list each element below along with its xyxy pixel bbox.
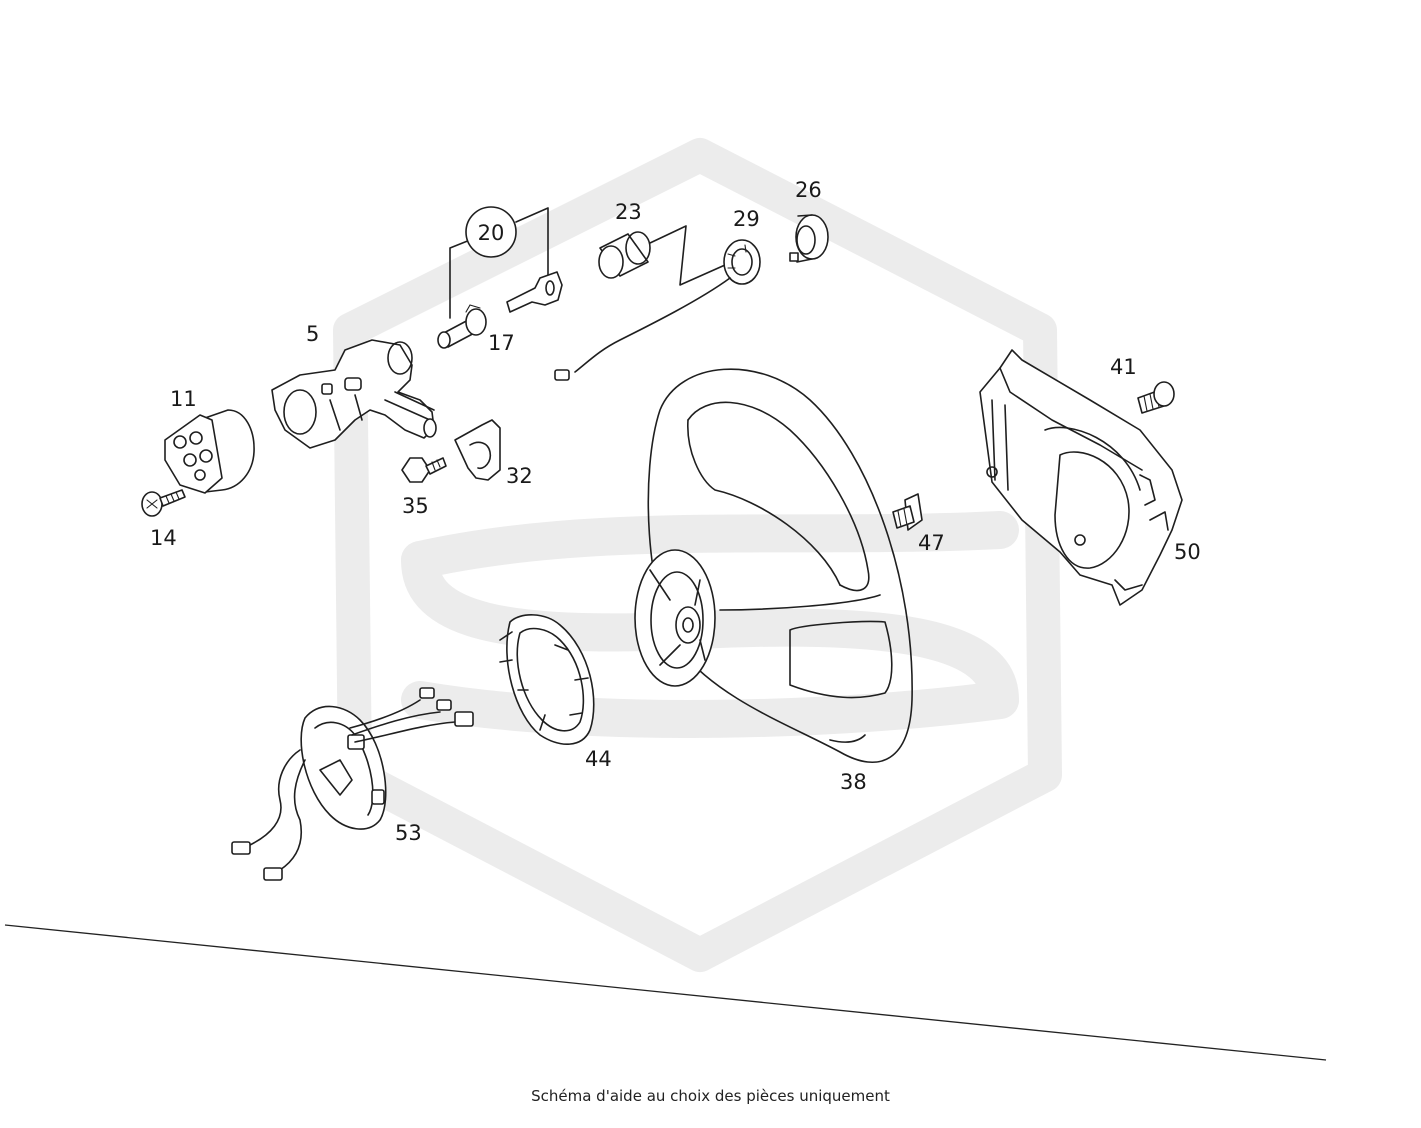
callout-5: 5	[306, 322, 319, 346]
callout-23: 23	[615, 200, 642, 224]
callout-20-circle	[465, 206, 517, 258]
part-32-clamp[interactable]	[454, 419, 501, 481]
callout-20: 20	[478, 221, 505, 245]
disclaimer-caption: Schéma d'aide au choix des pièces unique…	[531, 1087, 890, 1105]
callout-53: 53	[395, 821, 422, 845]
part-47-screw[interactable]	[892, 493, 923, 531]
part-17-lock-cylinder[interactable]	[437, 304, 487, 349]
part-35-bolt[interactable]	[401, 457, 447, 483]
part-44-clip-ring[interactable]	[499, 614, 595, 745]
callout-26: 26	[795, 178, 822, 202]
callout-44: 44	[585, 747, 612, 771]
callout-11: 11	[170, 387, 197, 411]
callout-17: 17	[488, 331, 515, 355]
part-38-steering-wheel[interactable]	[634, 368, 913, 763]
part-5-lock-housing[interactable]	[271, 339, 437, 449]
callout-47: 47	[918, 531, 945, 555]
callout-32: 32	[506, 464, 533, 488]
part-29-sensor[interactable]	[554, 239, 761, 381]
part-50-airbag-module[interactable]	[979, 349, 1183, 606]
part-41-screw[interactable]	[1137, 381, 1175, 414]
callout-41: 41	[1110, 355, 1137, 379]
part-23-sleeve[interactable]	[598, 225, 726, 286]
watermark-logo	[333, 138, 1062, 972]
divider-line	[4, 924, 1327, 1061]
part-53-clock-spring[interactable]	[231, 687, 474, 881]
callout-14: 14	[150, 526, 177, 550]
part-11-switch-cover[interactable]	[164, 409, 255, 494]
callout-35: 35	[402, 494, 429, 518]
part-26-ring[interactable]	[789, 214, 829, 263]
callout-50: 50	[1174, 540, 1201, 564]
callout-29: 29	[733, 207, 760, 231]
callout-38: 38	[840, 770, 867, 794]
part-14-screw[interactable]	[141, 489, 186, 517]
part-20-key-set[interactable]	[449, 207, 563, 319]
